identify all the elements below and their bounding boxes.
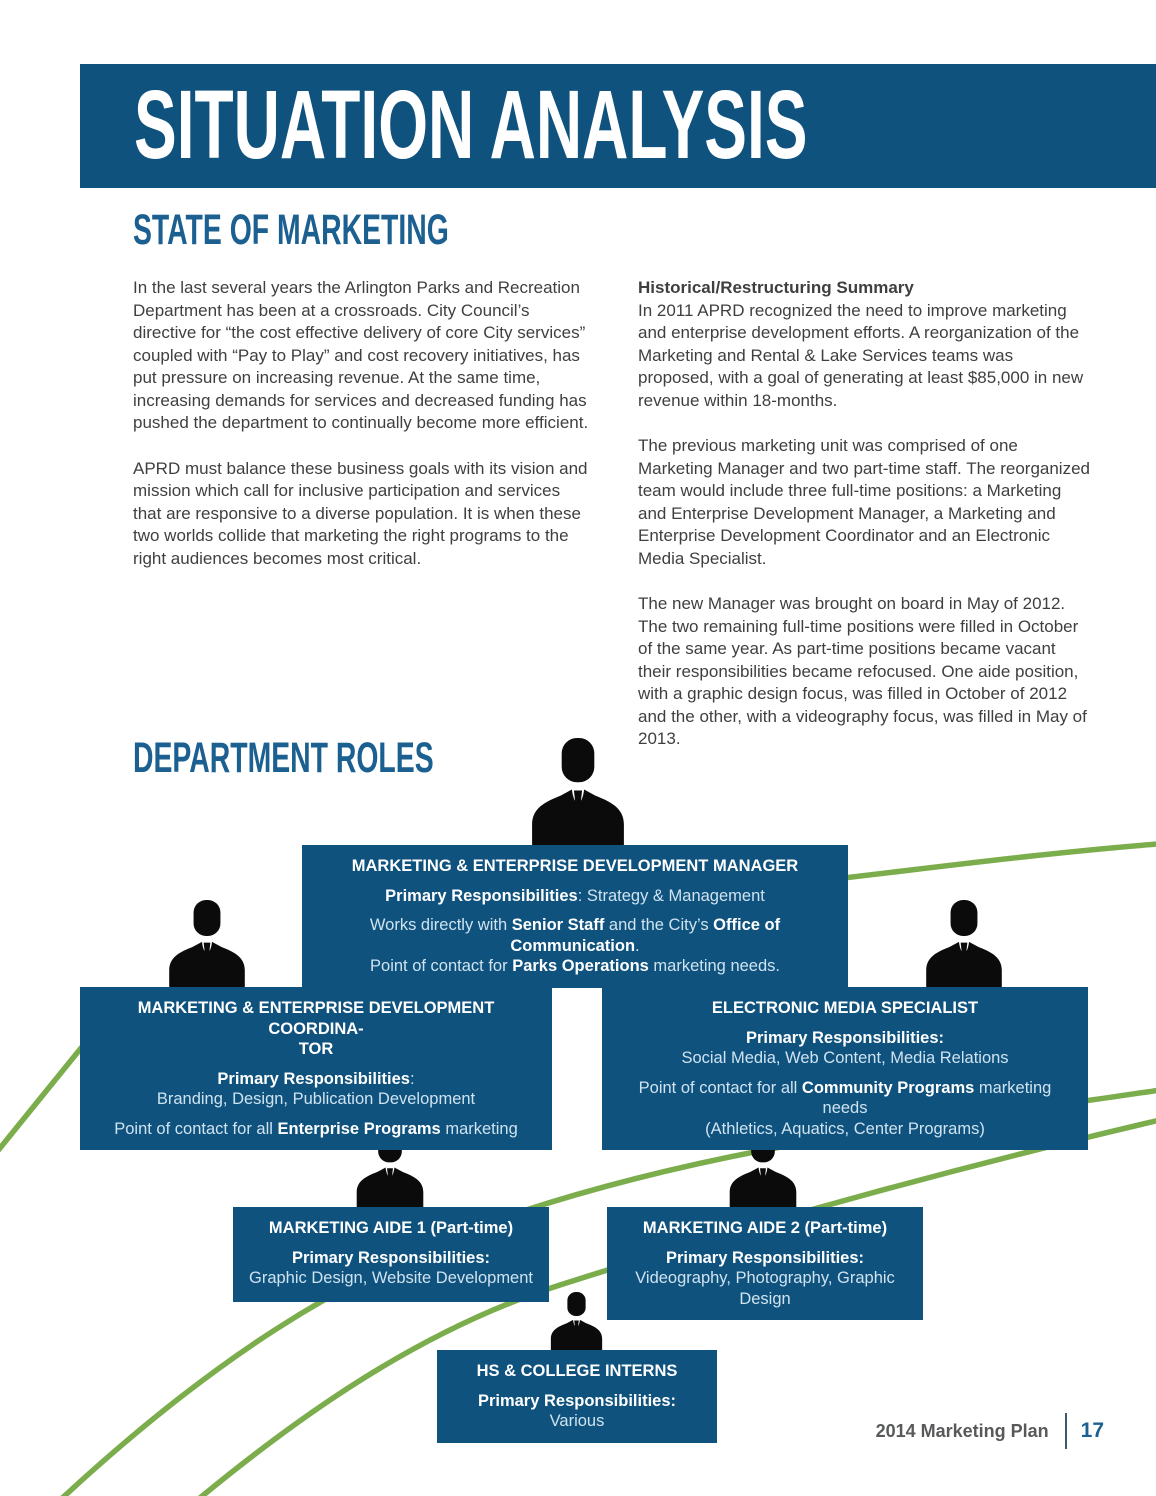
- paragraph: In 2011 APRD recognized the need to impr…: [638, 300, 1084, 410]
- paragraph: The new Manager was brought on board in …: [638, 594, 1087, 748]
- role-box-electronic-media-specialist: ELECTRONIC MEDIA SPECIALIST Primary Respo…: [602, 987, 1088, 1150]
- subheading-historical-summary: Historical/Restructuring Summary: [638, 278, 914, 297]
- paragraph: The previous marketing unit was comprise…: [638, 436, 1090, 568]
- role-title: MARKETING AIDE 2 (Part-time): [642, 1219, 888, 1237]
- page-footer: 2014 Marketing Plan 17: [876, 1413, 1104, 1449]
- page-title: SITUATION ANALYSIS: [134, 70, 808, 179]
- footer-document-title: 2014 Marketing Plan: [875, 1420, 1049, 1441]
- role-description: Primary Responsibilities: Graphic Design…: [249, 1248, 533, 1288]
- role-title: MARKETING & ENTERPRISE DEVELOPMENT COORD…: [137, 999, 495, 1058]
- paragraph: APRD must balance these business goals w…: [133, 458, 588, 568]
- person-icon: [532, 738, 624, 845]
- green-line-arc-lower: [197, 1118, 1156, 1496]
- role-description: Primary Responsibilities: Branding, Desi…: [114, 1069, 518, 1138]
- role-title: MARKETING & ENTERPRISE DEVELOPMENT MANAG…: [351, 857, 799, 875]
- role-box-marketing-enterprise-development-manager: MARKETING & ENTERPRISE DEVELOPMENT MANAG…: [302, 845, 848, 988]
- title-banner: SITUATION ANALYSIS: [80, 64, 1156, 188]
- section-heading-state-of-marketing: STATE OF MARKETING: [133, 206, 449, 254]
- role-box-marketing-aide-2: MARKETING AIDE 2 (Part-time) Primary Resp…: [607, 1207, 923, 1320]
- role-box-hs-college-interns: HS & COLLEGE INTERNS Primary Responsibili…: [437, 1350, 717, 1443]
- role-box-marketing-aide-1: MARKETING AIDE 1 (Part-time) Primary Resp…: [233, 1207, 549, 1302]
- section-heading-department-roles: DEPARTMENT ROLES: [133, 734, 434, 782]
- left-text-column: In the last several years the Arlington …: [133, 277, 591, 593]
- role-description: Primary Responsibilities: Videography, P…: [635, 1248, 895, 1308]
- person-icon: [550, 1292, 603, 1350]
- right-text-column: Historical/Restructuring Summary In 2011…: [638, 277, 1093, 774]
- paragraph: In the last several years the Arlington …: [133, 278, 589, 432]
- footer-divider: [1064, 1413, 1067, 1449]
- role-box-marketing-enterprise-development-coordinator: MARKETING & ENTERPRISE DEVELOPMENT COORD…: [80, 987, 552, 1150]
- footer-page-number: 17: [1080, 1419, 1104, 1442]
- role-description: Primary Responsibilities: Social Media, …: [638, 1028, 1052, 1138]
- role-description: Primary Responsibilities: Strategy & Man…: [369, 886, 781, 976]
- person-icon: [926, 900, 1002, 987]
- role-title: ELECTRONIC MEDIA SPECIALIST: [711, 999, 979, 1017]
- role-description: Primary Responsibilities: Various: [477, 1391, 677, 1431]
- role-title: HS & COLLEGE INTERNS: [476, 1362, 678, 1380]
- role-title: MARKETING AIDE 1 (Part-time): [268, 1219, 514, 1237]
- person-icon: [169, 900, 245, 987]
